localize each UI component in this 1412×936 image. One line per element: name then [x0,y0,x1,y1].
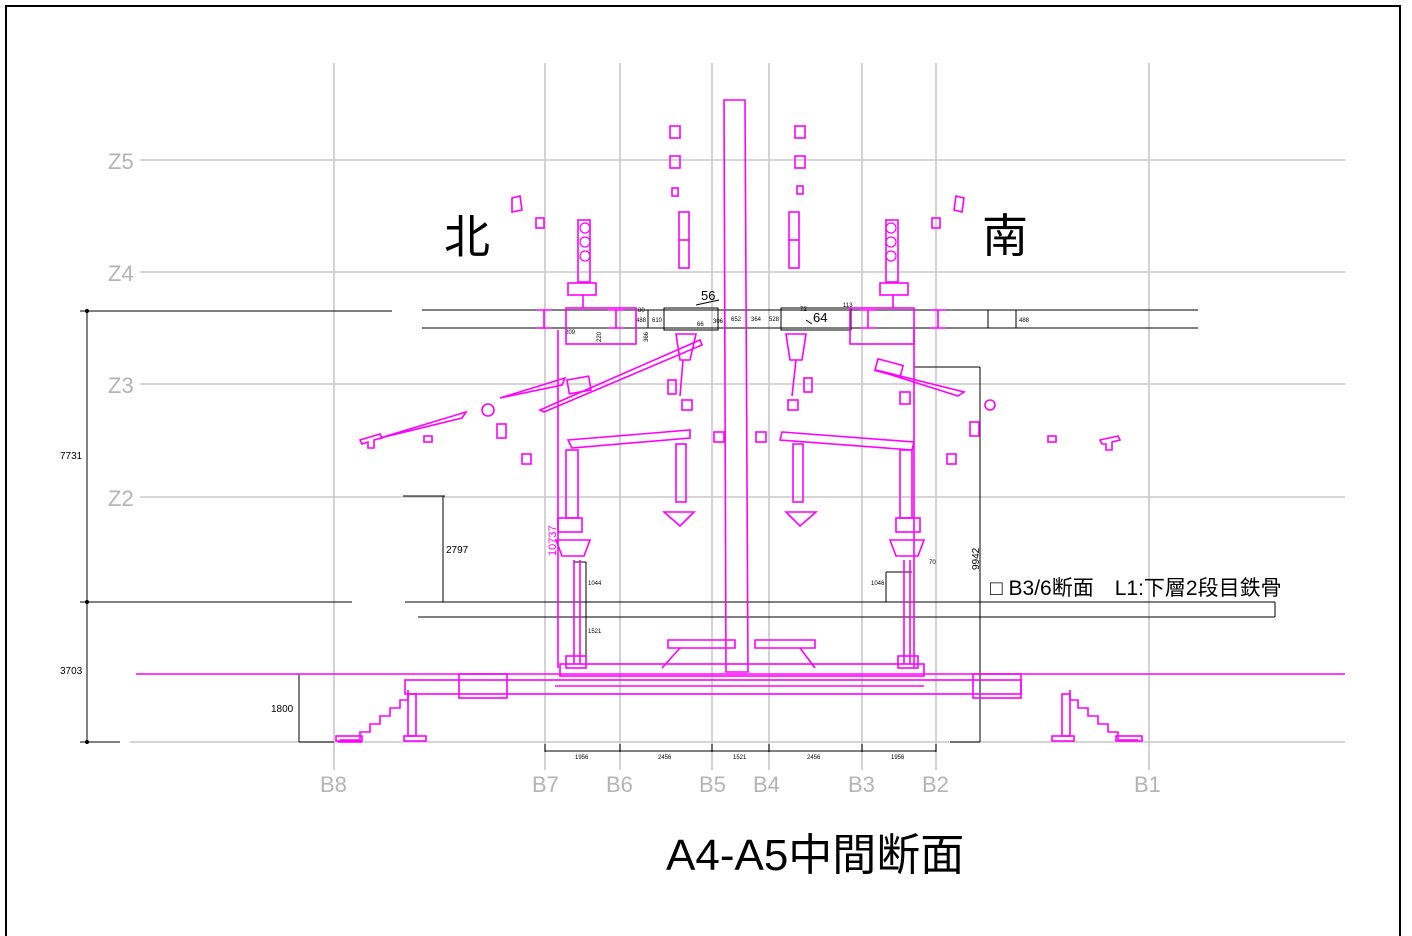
grid-col-label-b7: B7 [532,772,559,797]
dim-beam-small-9: 72 [800,307,807,313]
dim-beam-small-11: 488 [1019,318,1030,324]
dim-left-total: 7731 [60,451,83,462]
sheet-border [5,5,1401,936]
drawing-title: A4-A5中間断面 [666,831,964,880]
grid-col-label-b6: B6 [606,772,633,797]
dim-mid-height: 2797 [446,545,469,556]
dimension-lines [80,299,1276,752]
grid-row-label-z5: Z5 [108,149,134,174]
dim-beam-small-13: 220 [597,331,603,342]
south-label: 南 [982,210,1028,262]
dim-beam-small-10: 113 [843,303,853,309]
dim-beam-top-left: 56 [701,288,715,303]
section-note: □ B3/6断面 L1:下層2段目鉄骨 [990,577,1282,600]
dim-beam-small-4: 66 [697,322,704,328]
dim-span-3: 1521 [733,755,747,761]
dim-post-right: 1046 [871,581,885,587]
dim-post-right-small: 70 [929,560,936,566]
dim-post-left-lower: 1521 [588,629,602,635]
grid-row-label-z4: Z4 [108,261,134,286]
north-label: 北 [444,211,490,263]
dim-beam-small-1: 80 [638,308,645,314]
grid-col-label-b4: B4 [753,772,780,797]
dim-beam-small-12: 209 [565,330,576,336]
grid-col-label-b8: B8 [320,772,347,797]
dim-beam-small-7: 364 [751,317,762,323]
dim-beam-small-2: 488 [636,318,647,324]
grid-col-label-b5: B5 [699,772,726,797]
dim-span-2: 2456 [658,755,672,761]
dim-left-base: 1800 [271,704,294,715]
dim-beam-small-14: 366 [644,331,650,342]
grid-col-label-b3: B3 [848,772,875,797]
dim-left-lower: 3703 [60,666,83,677]
dim-span-4: 2456 [807,755,821,761]
dim-span-5: 1956 [891,755,905,761]
grid-row-label-z2: Z2 [108,486,134,511]
dim-span-1: 1956 [575,755,589,761]
dim-beam-small-3: 610 [652,318,663,324]
dim-right-height: 9942 [971,547,982,570]
grid-col-label-b2: B2 [922,772,949,797]
dim-beam-small-6: 652 [731,317,742,323]
dim-post-left-upper: 1044 [588,581,602,587]
grid-col-label-b1: B1 [1134,772,1161,797]
grid-row-label-z3: Z3 [108,373,134,398]
dim-magenta-vertical: 10737 [547,525,559,556]
dim-beam-top-right: 64 [813,310,827,325]
dim-beam-small-8: 528 [769,317,780,323]
dim-beam-small-5: 306 [713,319,724,325]
structure-steel [136,99,1345,743]
